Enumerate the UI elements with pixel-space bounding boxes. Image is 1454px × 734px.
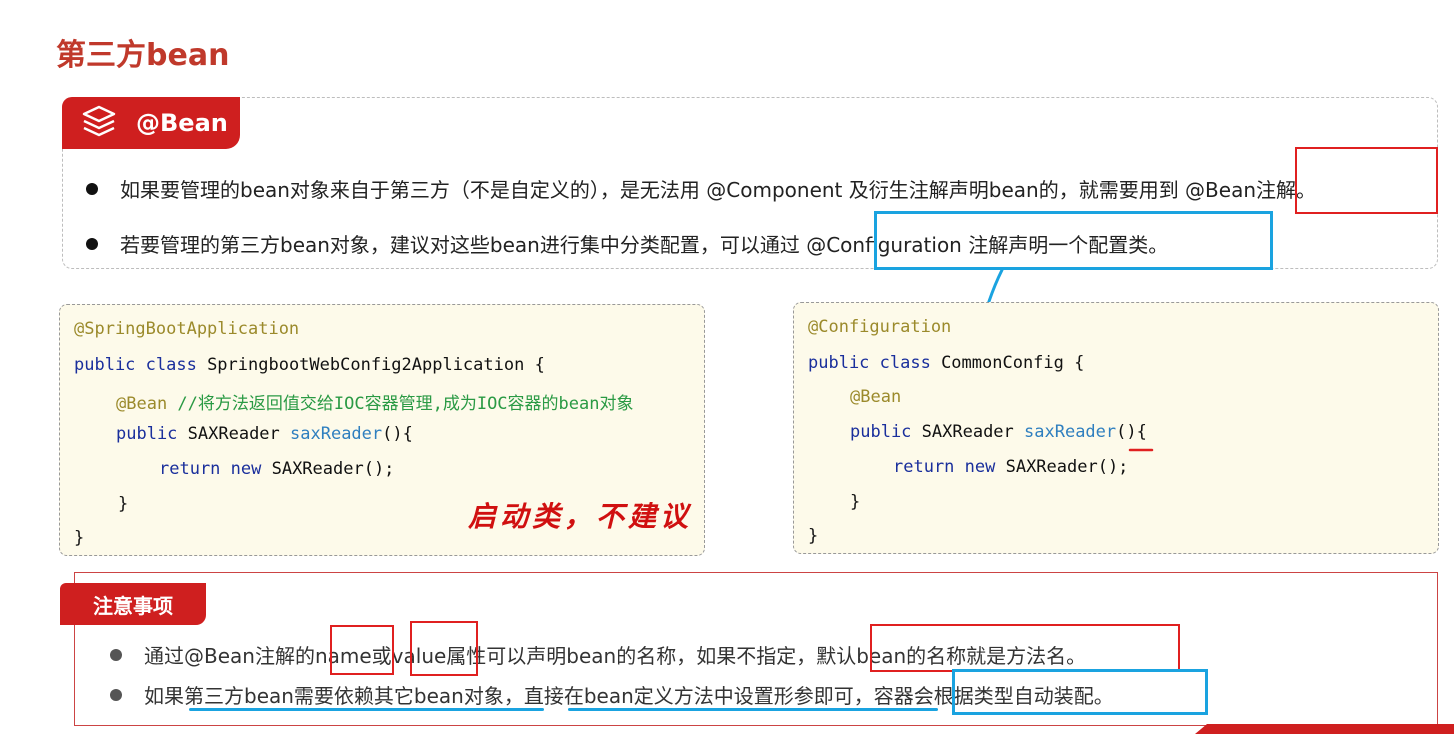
note-dot — [110, 688, 122, 701]
code-line: public SAXReader saxReader(){ — [116, 424, 413, 444]
code-line: } — [118, 494, 129, 514]
notes-box — [74, 572, 1438, 726]
code-line: return new SAXReader(); — [159, 459, 394, 479]
bullet-dot — [86, 182, 98, 195]
code-box-left: @SpringBootApplication public class Spri… — [59, 304, 705, 556]
highlight-autowire — [952, 669, 1208, 715]
keyword: return new — [893, 457, 1006, 477]
note-item-1: 通过@Bean注解的name或value属性可以声明bean的名称，如果不指定，… — [110, 640, 1086, 669]
code-line: @Configuration — [808, 317, 952, 337]
code-line: @SpringBootApplication — [74, 319, 300, 339]
handwritten-note: 启动类，不建议 — [468, 500, 693, 533]
comment: //将方法返回值交给IOC容器管理,成为IOC容器的bean对象 — [177, 394, 634, 414]
type: SAXReader — [921, 422, 1025, 442]
underline-dependency — [189, 708, 544, 711]
bean-tag: @Bean — [62, 97, 240, 149]
bean-card — [62, 97, 1438, 269]
red-underline-mark — [1128, 448, 1154, 452]
keyword: return new — [159, 459, 272, 479]
method-name: saxReader — [290, 424, 383, 444]
keyword: public — [850, 422, 922, 442]
highlight-bean-annotation — [1295, 147, 1438, 214]
page-title: 第三方bean — [56, 38, 230, 73]
bean-tag-label: @Bean — [136, 109, 228, 137]
bullet-text: 若要管理的第三方bean对象，建议对这些bean进行集中分类配置，可以通过 @C… — [120, 233, 1169, 257]
code-line: } — [808, 526, 819, 546]
keyword: public — [116, 424, 188, 444]
underline-parameter — [568, 708, 938, 711]
bean-bullet-2: 若要管理的第三方bean对象，建议对这些bean进行集中分类配置，可以通过 @C… — [86, 229, 1168, 258]
bullet-text: 如果要管理的bean对象来自于第三方（不是自定义的），是无法用 @Compone… — [120, 178, 1317, 202]
code-line: public SAXReader saxReader(){ — [850, 422, 1147, 442]
annotation: @Bean — [116, 394, 178, 414]
code-line: @Bean //将方法返回值交给IOC容器管理,成为IOC容器的bean对象 — [116, 389, 633, 414]
method-name: saxReader — [1024, 422, 1117, 442]
bullet-dot — [86, 237, 98, 250]
keyword: public class — [74, 355, 208, 375]
notes-tag: 注意事项 — [60, 583, 206, 625]
code-line: return new SAXReader(); — [893, 457, 1128, 477]
code-box-right: @Configuration public class CommonConfig… — [793, 302, 1439, 554]
keyword: public class — [808, 353, 942, 373]
layers-icon — [80, 102, 118, 144]
punct: (){ — [382, 424, 413, 444]
highlight-default-name — [870, 624, 1180, 672]
bean-bullet-1: 如果要管理的bean对象来自于第三方（不是自定义的），是无法用 @Compone… — [86, 174, 1316, 203]
highlight-value — [410, 621, 478, 676]
code-line: } — [850, 492, 861, 512]
note-dot — [110, 648, 122, 661]
class-name: CommonConfig { — [941, 353, 1085, 373]
class-name: SpringbootWebConfig2Application { — [207, 355, 545, 375]
corner-strip — [1195, 724, 1454, 734]
type: SAXReader — [187, 424, 291, 444]
expression: SAXReader(); — [271, 459, 395, 479]
code-line: public class CommonConfig { — [808, 353, 1084, 373]
highlight-name — [330, 625, 394, 675]
punct: (){ — [1116, 422, 1147, 442]
expression: SAXReader(); — [1005, 457, 1129, 477]
note-text: 通过@Bean注解的name或value属性可以声明bean的名称，如果不指定，… — [144, 644, 1087, 668]
highlight-configuration — [874, 211, 1273, 270]
code-line: @Bean — [850, 387, 902, 407]
code-line: public class SpringbootWebConfig2Applica… — [74, 355, 545, 375]
code-line: } — [74, 528, 85, 548]
